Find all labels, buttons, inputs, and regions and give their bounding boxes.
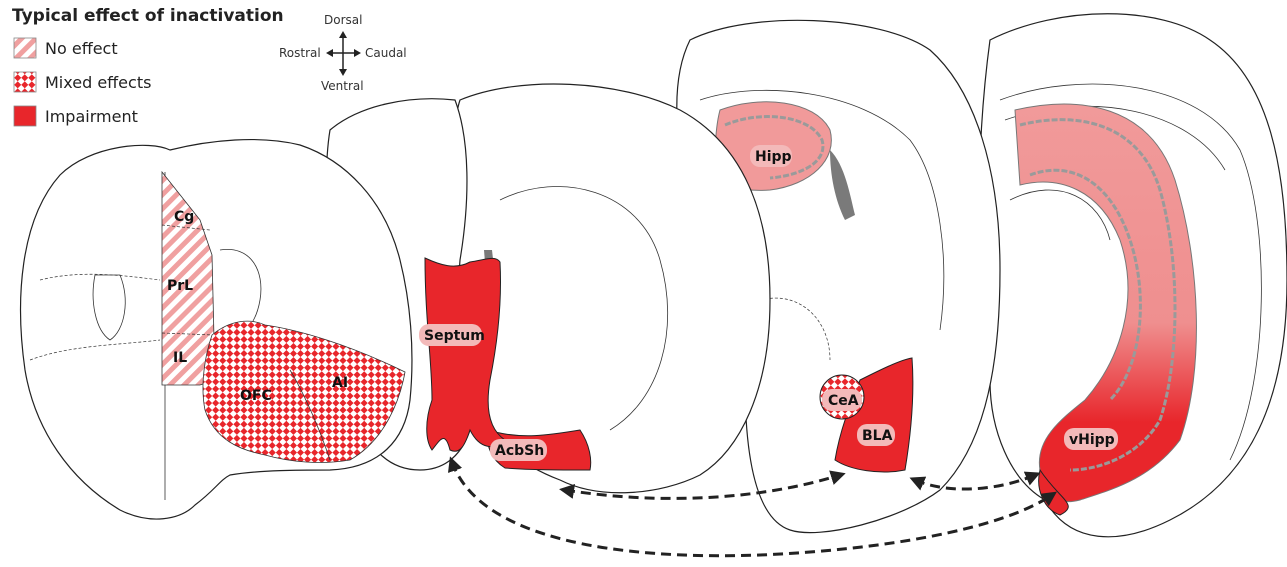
label-vhipp: vHipp [1069,432,1115,448]
connection-arrows [452,462,1052,556]
compass-rostral: Rostral [279,46,321,60]
label-hipp: Hipp [755,149,792,165]
orientation-compass: Dorsal Ventral Rostral Caudal [279,13,407,93]
legend-label-no-effect: No effect [45,39,118,58]
arrow-septum-vhipp [452,462,1052,556]
legend-swatch-impairment [14,106,36,126]
label-prl: PrL [167,278,193,294]
label-cg: Cg [174,209,194,225]
compass-caudal: Caudal [365,46,407,60]
section-vhipp [979,14,1287,537]
legend: Typical effect of inactivation No effect… [12,6,284,126]
legend-title: Typical effect of inactivation [12,6,284,26]
label-acbsh: AcbSh [495,443,544,459]
legend-label-mixed: Mixed effects [45,73,151,92]
label-ai: AI [332,375,348,391]
compass-ventral: Ventral [321,79,364,93]
label-ofc: OFC [240,388,272,404]
label-cea: CeA [828,393,859,409]
compass-dorsal: Dorsal [324,13,362,27]
label-il: IL [173,350,187,366]
legend-swatch-no-effect [14,38,36,58]
label-bla: BLA [862,428,893,444]
legend-label-impairment: Impairment [45,107,138,126]
label-septum: Septum [424,328,485,344]
legend-swatch-mixed [14,72,36,92]
section-frontal [21,140,412,520]
